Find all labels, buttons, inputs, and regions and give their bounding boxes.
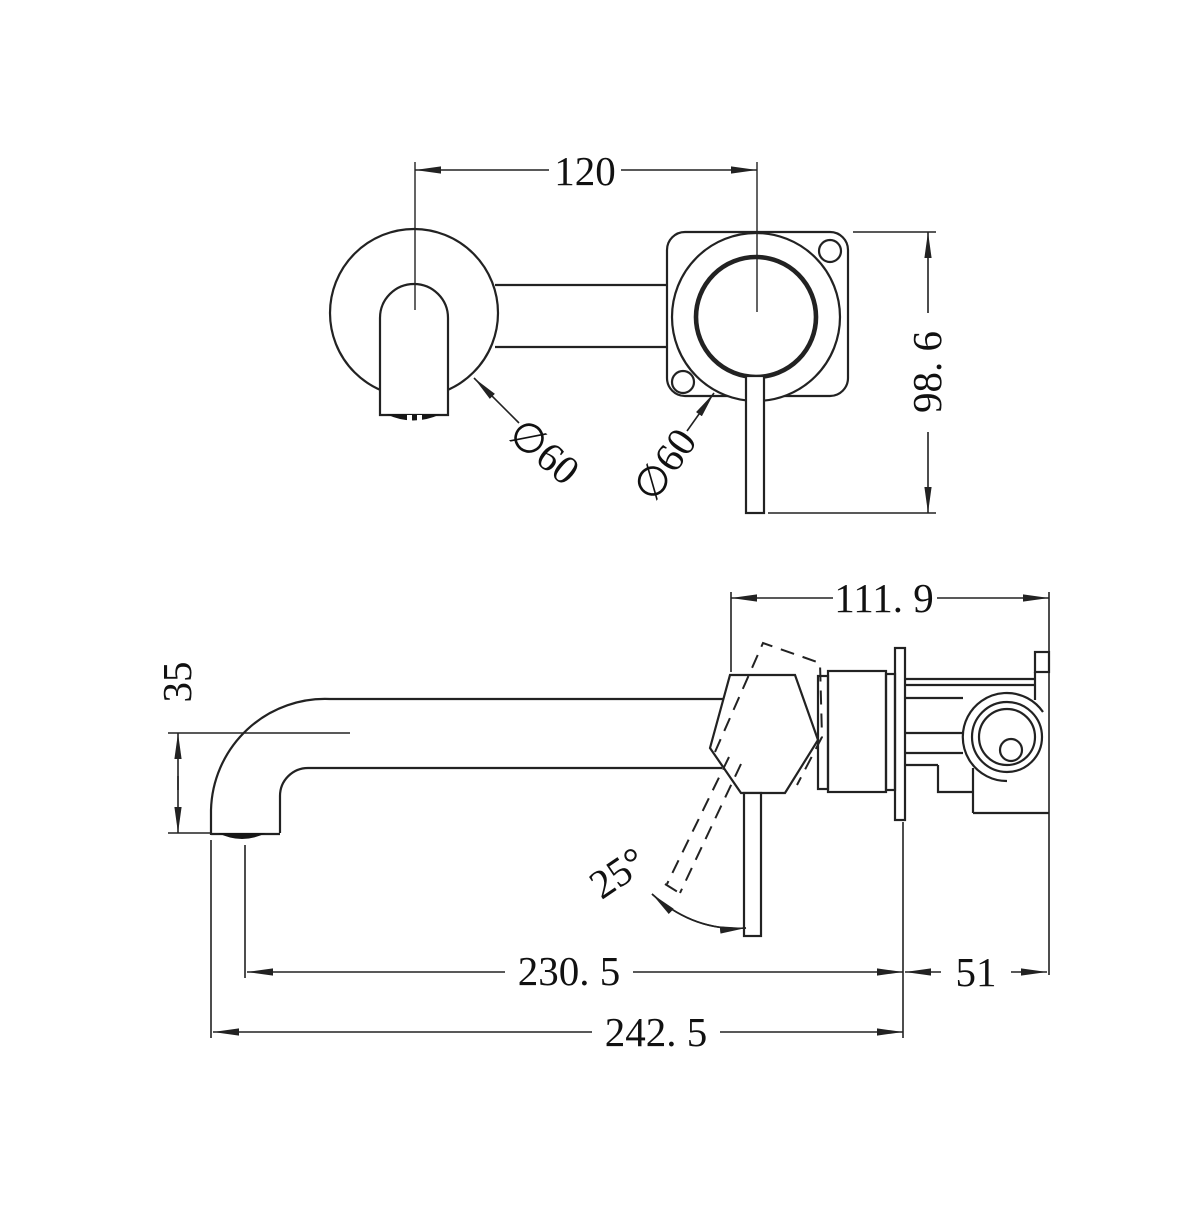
aerator-side	[218, 833, 266, 839]
dim-120-label: 120	[554, 148, 616, 194]
spout-front	[378, 282, 450, 417]
handle-knob-dashed	[714, 641, 824, 786]
side-view: 111. 9 35 25° 230. 5 242. 5	[154, 575, 1051, 1055]
dim-230-5-label: 230. 5	[518, 948, 621, 994]
dim-242-5-label: 242. 5	[605, 1009, 708, 1055]
handle-knob	[708, 673, 820, 795]
dimension-120: 120	[415, 148, 757, 194]
dim-25deg-label: 25°	[581, 838, 654, 908]
dimension-98-6: 98. 6	[768, 231, 950, 514]
screw-hole-top	[817, 238, 843, 264]
leader-spout-diameter: ∅60	[473, 377, 589, 494]
dimension-35: 35	[154, 662, 350, 834]
dimension-111-9: 111. 9	[730, 575, 1049, 672]
dim-spout-diameter-label: ∅60	[500, 409, 588, 494]
dim-98-6-label: 98. 6	[904, 331, 950, 413]
top-view: 120 98. 6 ∅60 ∅60	[328, 148, 950, 515]
dimension-242-5: 242. 5	[210, 840, 903, 1055]
body-tab	[1033, 650, 1051, 674]
inlet-port	[998, 737, 1024, 763]
screw-hole-bottom	[670, 369, 696, 395]
dimension-25deg: 25°	[581, 838, 747, 934]
dim-mixer-diameter-label: ∅60	[624, 420, 706, 509]
spout-side	[209, 697, 730, 839]
mixer-escutcheon	[670, 231, 842, 515]
spout-escutcheon	[328, 227, 500, 421]
dimension-51: 51	[902, 592, 1050, 1038]
aerator-front	[386, 414, 441, 421]
handle-lever-top	[744, 374, 766, 515]
leader-mixer-diameter: ∅60	[624, 392, 715, 509]
dim-111-9-label: 111. 9	[834, 575, 933, 621]
dim-35-label: 35	[154, 662, 200, 703]
handle-stem	[742, 791, 763, 938]
mixer-body-side	[664, 641, 1051, 938]
dimension-230-5: 230. 5	[244, 845, 903, 994]
wall-flange	[893, 646, 907, 822]
connector-bar	[495, 283, 667, 349]
dim-51-label: 51	[956, 949, 997, 995]
